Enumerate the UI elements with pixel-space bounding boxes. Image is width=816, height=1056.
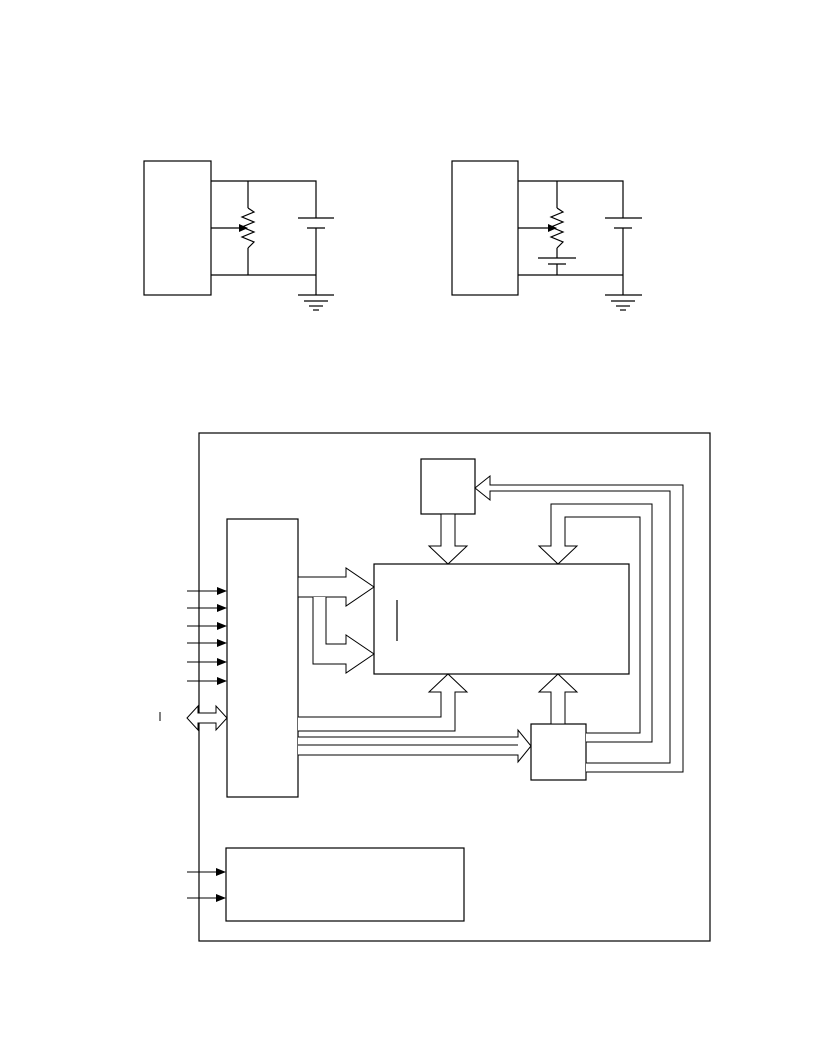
battery-icon — [605, 217, 642, 229]
bus-arrow-top-block-to-array — [427, 513, 469, 565]
right-schematic — [451, 160, 642, 311]
extra-battery-icon — [538, 257, 576, 265]
potentiometer-icon — [518, 207, 565, 249]
main-array-block — [373, 563, 630, 675]
bus-arrow-control-to-array — [537, 673, 579, 725]
bidirectional-arrow-icon — [159, 704, 228, 732]
bus-arrow-io-up-left — [298, 673, 469, 732]
battery-icon — [298, 217, 334, 229]
ground-icon — [605, 294, 642, 311]
arrow-right-icon — [217, 639, 227, 647]
arrow-right-icon — [216, 894, 226, 902]
io-interface-block — [226, 518, 299, 798]
left-chip-box — [143, 160, 212, 296]
arrow-right-icon — [217, 622, 227, 630]
left-schematic — [143, 160, 334, 311]
arrow-right-icon — [217, 604, 227, 612]
potentiometer-icon — [211, 207, 256, 249]
arrow-right-icon — [217, 677, 227, 685]
lower-block-input-arrows — [187, 868, 226, 902]
control-block — [530, 723, 587, 781]
bus-arrow-io-to-array-bottom — [298, 596, 375, 674]
bus-arrow-io-to-control-upper — [298, 728, 532, 764]
lower-wide-block — [225, 847, 465, 922]
arrow-right-icon — [217, 658, 227, 666]
ground-icon — [298, 294, 334, 311]
right-chip-box — [451, 160, 519, 296]
right-top-wire — [518, 180, 624, 218]
block-diagram — [159, 432, 711, 942]
arrow-right-icon — [216, 868, 226, 876]
arrow-right-icon — [217, 587, 227, 595]
input-pin-arrows — [187, 587, 227, 685]
bus-arrow-control-to-top-block — [474, 474, 684, 773]
top-small-block — [420, 458, 476, 515]
bus-arrow-control-to-array-right — [537, 503, 653, 743]
left-top-wire — [211, 180, 317, 218]
